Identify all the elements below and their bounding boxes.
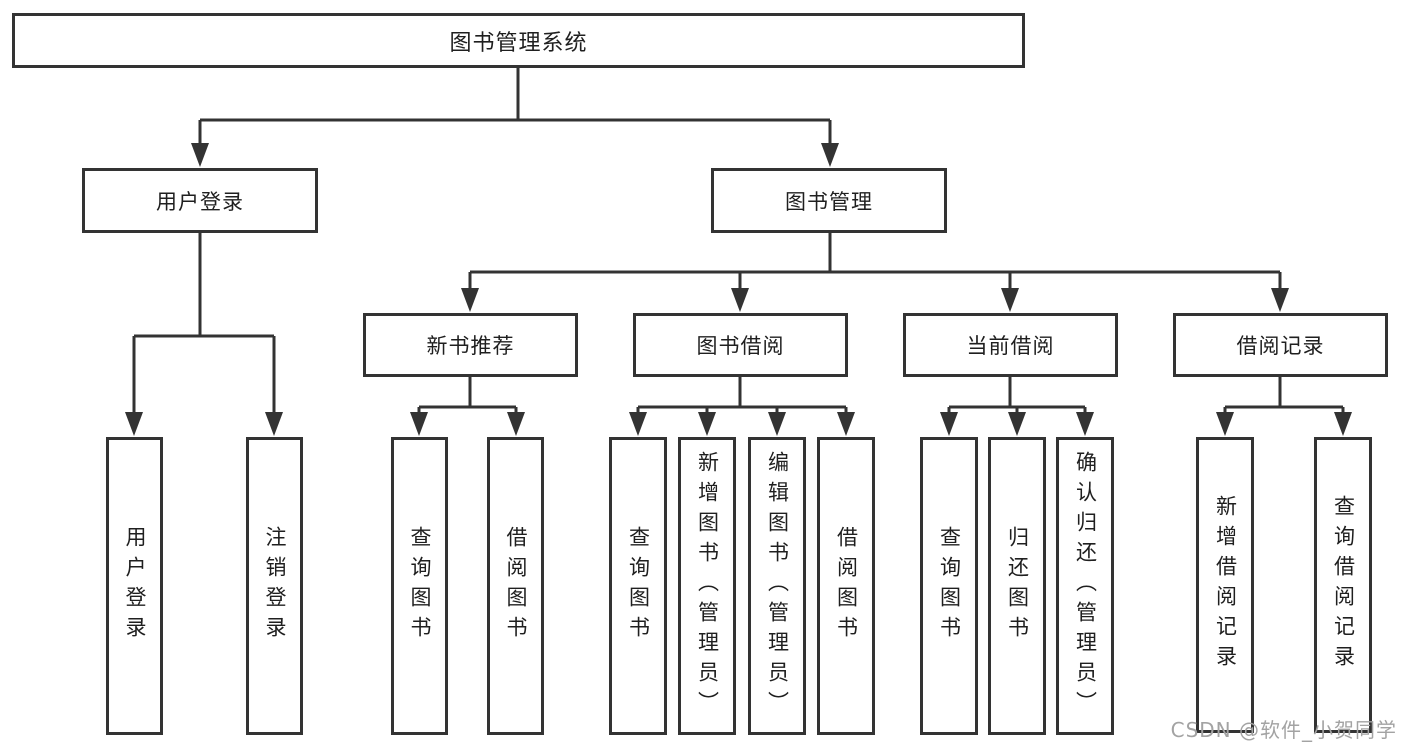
node-label: 确认归还（管理员） [1073,451,1098,721]
leaf-borrow-books: 借阅图书 [817,437,875,735]
arrowhead-icon [698,412,716,436]
leaf-query-books-current: 查询图书 [920,437,978,735]
node-label: 当前借阅 [966,334,1055,358]
leaf-return-books: 归还图书 [988,437,1046,735]
leaf-query-books-recommend: 查询图书 [391,437,448,735]
arrowhead-icon [125,412,143,436]
leaf-query-borrow-record: 查询借阅记录 [1314,437,1372,733]
node-label: 用户登录 [123,526,147,646]
node-label: 借阅图书 [504,526,528,646]
arrowhead-icon [410,412,428,436]
arrowhead-icon [731,288,749,312]
node-user-login: 用户登录 [82,168,318,233]
node-current-borrow: 当前借阅 [903,313,1118,377]
node-label: 查询图书 [626,526,651,646]
node-label: 图书借阅 [696,334,785,358]
arrowhead-icon [1001,288,1019,312]
arrowhead-icon [507,412,525,436]
leaf-logout: 注销登录 [246,437,303,735]
node-label: 图书管理 [785,189,873,214]
node-label: 新书推荐 [426,334,515,358]
node-book-borrow: 图书借阅 [633,313,848,377]
arrowhead-icon [1008,412,1026,436]
leaf-edit-book-admin: 编辑图书（管理员） [748,437,806,735]
arrowhead-icon [191,143,209,167]
node-root-system: 图书管理系统 [12,13,1025,68]
connector-edges [132,68,1345,414]
arrowhead-icon [629,412,647,436]
watermark: CSDN @软件_小贺同学 [1170,718,1397,742]
leaf-confirm-return-admin: 确认归还（管理员） [1056,437,1114,735]
node-label: 新增图书（管理员） [695,451,720,721]
node-label: 图书管理系统 [449,30,588,56]
node-new-book-recommend: 新书推荐 [363,313,578,377]
arrowhead-icon [768,412,786,436]
arrowhead-icon [461,288,479,312]
arrowhead-icon [940,412,958,436]
node-label: 新增借阅记录 [1213,495,1238,675]
node-label: 查询图书 [937,526,962,646]
arrowhead-icon [1216,412,1234,436]
leaf-borrow-books-recommend: 借阅图书 [487,437,544,735]
arrowhead-icon [837,412,855,436]
node-label: 归还图书 [1005,526,1030,646]
node-label: 借阅图书 [834,526,859,646]
node-label: 查询图书 [408,526,432,646]
arrowhead-icon [1334,412,1352,436]
node-borrow-records: 借阅记录 [1173,313,1388,377]
leaf-user-login: 用户登录 [106,437,163,735]
arrowhead-icon [1076,412,1094,436]
arrowhead-icon [265,412,283,436]
node-label: 借阅记录 [1236,334,1325,358]
arrowhead-icon [1271,288,1289,312]
connector-path [132,68,1345,414]
node-label: 编辑图书（管理员） [765,451,790,721]
leaf-add-book-admin: 新增图书（管理员） [678,437,736,735]
arrowhead-icon [821,143,839,167]
leaf-add-borrow-record: 新增借阅记录 [1196,437,1254,733]
node-label: 注销登录 [263,526,287,646]
node-book-management: 图书管理 [711,168,947,233]
node-label: 查询借阅记录 [1331,495,1356,675]
node-label: 用户登录 [156,189,244,214]
leaf-query-books-borrow: 查询图书 [609,437,667,735]
connector-arrowheads [125,143,1352,436]
